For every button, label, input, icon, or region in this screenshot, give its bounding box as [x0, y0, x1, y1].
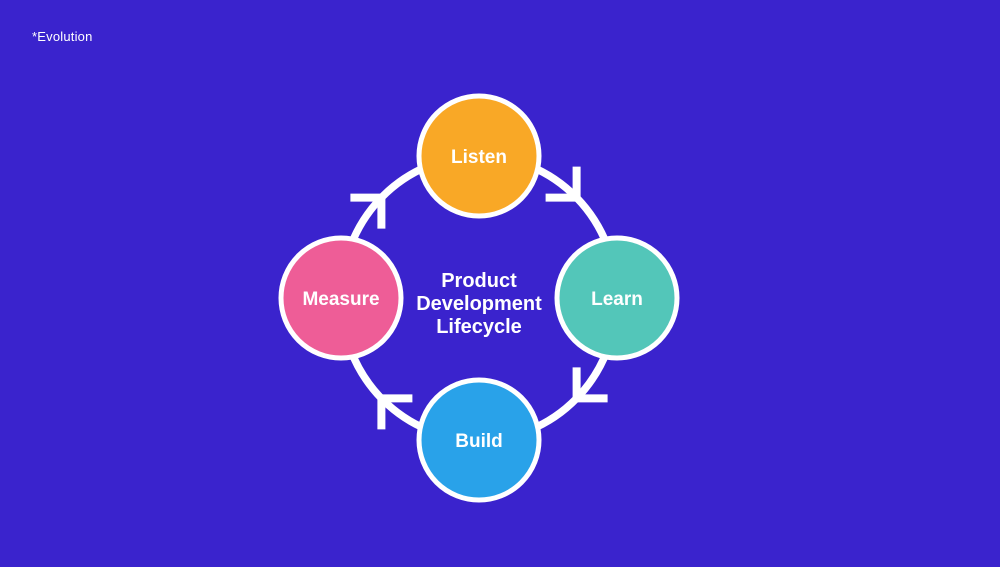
- node-circle-build: [416, 377, 542, 503]
- node-label-measure: Measure: [302, 289, 379, 310]
- arrow-build-to-measure-icon: [377, 394, 413, 430]
- node-learn: Learn: [554, 235, 680, 361]
- node-circle-learn: [554, 235, 680, 361]
- arrow-listen-to-learn-icon: [545, 166, 581, 202]
- node-circle-measure: [278, 235, 404, 361]
- node-label-build: Build: [455, 431, 503, 452]
- node-build: Build: [416, 377, 542, 503]
- node-label-learn: Learn: [591, 289, 643, 310]
- diagram-title: Product Development Lifecycle: [369, 270, 589, 339]
- node-circle-listen: [416, 93, 542, 219]
- diagram-title-line-1: Product: [441, 270, 517, 292]
- node-listen: Listen: [416, 93, 542, 219]
- evolution-watermark: *Evolution: [32, 29, 93, 44]
- diagram-title-line-2: Development: [416, 293, 542, 315]
- arrow-measure-to-listen-icon: [350, 193, 386, 229]
- node-measure: Measure: [278, 235, 404, 361]
- diagram-title-line-3: Lifecycle: [436, 316, 522, 338]
- arrow-learn-to-build-icon: [572, 367, 608, 403]
- node-label-listen: Listen: [451, 147, 507, 168]
